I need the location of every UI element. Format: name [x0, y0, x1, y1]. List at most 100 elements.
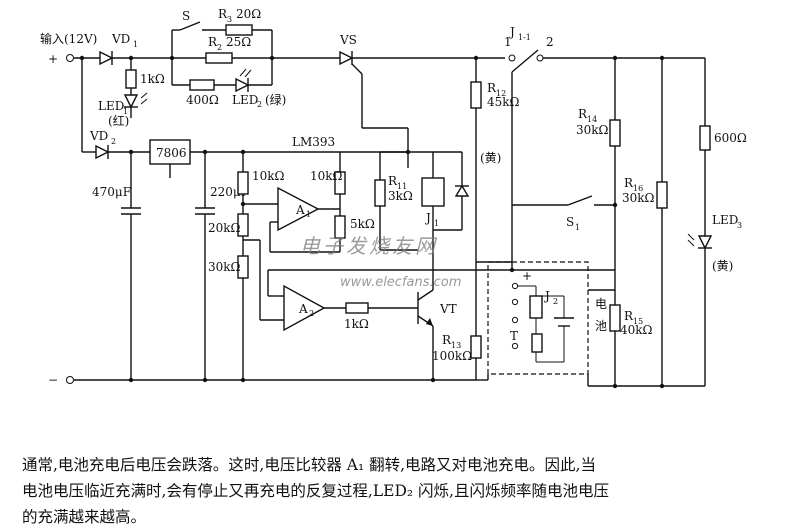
node-vd2: [79, 55, 85, 61]
watermark-url: www.elecfans.com: [340, 275, 462, 290]
node-top-r14: [612, 55, 618, 61]
node-top-r16: [659, 55, 665, 61]
led-led1: [123, 92, 148, 109]
label-vd2-sub: 2: [111, 137, 116, 146]
label-plus-input: +: [48, 52, 58, 66]
caption-line-2: 电池电压临近充满时,会有停止又再充电的反复过程,LED₂ 闪烁,且闪烁频率随电池…: [22, 482, 609, 500]
label-s1-sub: 1: [575, 223, 580, 232]
label-s: S: [182, 9, 190, 23]
led-led2: [235, 68, 252, 93]
led-led3: [687, 233, 713, 250]
label-r12-val: 45kΩ: [487, 95, 520, 109]
batt-terminal-4: [511, 342, 519, 350]
label-r2-val: 25Ω: [226, 35, 251, 49]
label-r12-sub: 12: [496, 89, 506, 98]
relay-contact-blade: [511, 49, 539, 73]
node-bus-a2: [509, 267, 515, 273]
label-r15: R: [624, 309, 634, 323]
label-r14-sub: 14: [587, 115, 597, 124]
contact-1: [508, 54, 516, 62]
label-j1: J: [424, 211, 431, 225]
node-gnd-3: [240, 377, 246, 383]
label-vt: VT: [439, 302, 457, 316]
resistor-r14: [609, 119, 621, 147]
node-div-a1: [240, 201, 246, 207]
label-r3-val: 20Ω: [236, 7, 261, 21]
label-r16-val: 30kΩ: [622, 191, 655, 205]
label-vd1: VD: [111, 32, 130, 46]
capacitor-470: [121, 207, 141, 215]
node-s1-r14: [612, 202, 618, 208]
label-a1-sub: 1: [306, 210, 311, 219]
resistor-r15: [609, 304, 621, 332]
label-contact-2: 2: [546, 35, 554, 49]
resistor-1k-b: [345, 302, 369, 314]
label-r15-sub: 15: [633, 317, 643, 326]
label-r11: R: [388, 174, 398, 188]
label-led1: LED: [98, 99, 124, 113]
battery-pack-box: [487, 261, 589, 375]
label-r15-val: 40kΩ: [620, 323, 653, 337]
node-gnd-2: [202, 377, 208, 383]
input-terminal-plus: [66, 54, 74, 62]
label-led3: LED: [712, 213, 738, 227]
watermark-logo: 电子发烧友网: [300, 234, 438, 258]
contact-2: [536, 54, 544, 62]
label-5k: 5kΩ: [350, 217, 375, 231]
node-gnd-6: [659, 383, 665, 389]
label-plus-batt: +: [522, 269, 532, 283]
resistor-r2: [205, 52, 233, 64]
label-j1-sub: 1: [434, 219, 439, 228]
circuit-schematic: 输入(12V) + − VD 1 S R 3 20Ω R 2 25Ω 400Ω …: [40, 7, 747, 389]
thyristor-vs: [339, 50, 363, 75]
label-a1: A: [295, 203, 305, 217]
label-a2-sub: 2: [309, 309, 314, 318]
caption: 通常,电池充电后电压会跌落。这时,电压比较器 A₁ 翻转,电路又对电池充电。因此…: [22, 452, 782, 530]
node-gnd-5: [612, 383, 618, 389]
label-600: 600Ω: [714, 131, 747, 145]
label-10k-a: 10kΩ: [252, 169, 285, 183]
label-led3-sub: 3: [737, 221, 742, 230]
label-1k-b: 1kΩ: [344, 317, 369, 331]
label-r2: R: [208, 35, 218, 49]
label-led1-color: (红): [108, 113, 129, 128]
label-j-contact-sub: 1-1: [518, 33, 531, 42]
label-vd2: VD: [89, 129, 108, 143]
label-s1: S: [566, 215, 574, 229]
label-7806: 7806: [156, 146, 187, 160]
label-battery-1: 电: [595, 297, 607, 311]
label-t: T: [510, 329, 518, 343]
label-r14-val: 30kΩ: [576, 123, 609, 137]
resistor-r3: [225, 24, 253, 36]
switch-s1-blade: [567, 195, 593, 206]
battery-cell: [554, 317, 574, 327]
label-lm393: LM393: [292, 135, 335, 149]
capacitor-220: [195, 207, 215, 215]
label-r13-sub: 13: [451, 341, 461, 350]
label-led1-sub: 1: [123, 107, 128, 116]
resistor-400: [189, 79, 215, 91]
label-led2-color: (绿): [265, 92, 286, 107]
resistor-10k-a: [237, 171, 249, 195]
diode-flyback: [433, 152, 470, 231]
label-r11-sub: 11: [397, 182, 407, 191]
label-r16: R: [624, 176, 634, 190]
node-gnd-1: [128, 377, 134, 383]
diode-vd2: [95, 144, 110, 160]
label-vd1-sub: 1: [133, 40, 138, 49]
resistor-r11: [374, 179, 386, 207]
label-contact-1: 1: [504, 35, 512, 49]
label-j-contact: J: [508, 25, 515, 39]
label-j2-sub: 2: [553, 297, 558, 306]
label-470: 470μF: [92, 185, 131, 199]
opamp-a1: [277, 186, 320, 232]
caption-line-1: 通常,电池充电后电压会跌落。这时,电压比较器 A₁ 翻转,电路又对电池充电。因此…: [22, 456, 596, 474]
resistor-r16: [656, 181, 668, 209]
switch-s-blade: [179, 21, 201, 31]
resistor-r13: [470, 335, 482, 359]
input-terminal-minus: [66, 376, 74, 384]
label-yellow-a: (黄): [480, 151, 501, 165]
resistor-1k-a: [125, 69, 137, 89]
label-r3-sub: 3: [227, 15, 232, 24]
batt-terminal-1: [511, 282, 519, 290]
